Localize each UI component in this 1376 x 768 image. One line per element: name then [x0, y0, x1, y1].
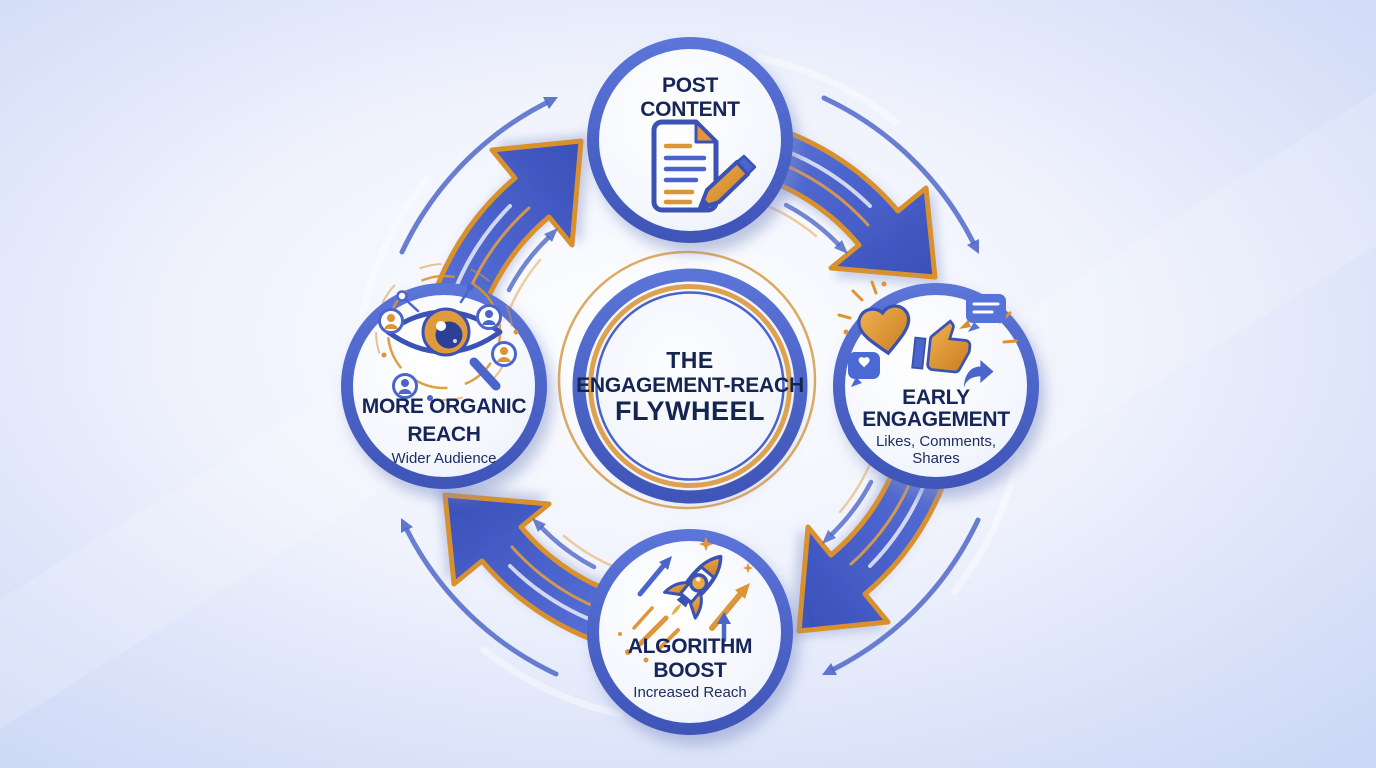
hub-thin-blue-ring [595, 291, 785, 481]
node-subtitle-line1: Increased Reach [633, 684, 746, 701]
node-post-content: POST CONTENT [587, 37, 793, 243]
center-title-line2: ENGAGEMENT-REACH [576, 374, 804, 397]
node-algorithm-boost: ALGORITHM BOOST Increased Reach [587, 529, 793, 735]
audience-person-icon [491, 341, 517, 367]
center-hub: THE ENGAGEMENT-REACH FLYWHEEL [557, 250, 817, 510]
speed-streaks [632, 606, 680, 650]
growth-arrow-orange [709, 583, 750, 631]
node-title-line1: EARLY [902, 386, 970, 409]
rocket-icon [618, 536, 754, 663]
node-early-engagement: EARLY ENGAGEMENT Likes, Comments, Shares [833, 280, 1039, 489]
eye-audience-icon [375, 263, 519, 401]
like-bubble-icon [848, 352, 880, 387]
node-more-organic-reach: MORE ORGANIC REACH Wider Audience [341, 263, 547, 489]
hub-blue-ring [572, 268, 808, 504]
node-title-line2: ENGAGEMENT [862, 408, 1010, 431]
node-title-line2: BOOST [653, 659, 727, 682]
node-subtitle-line1: Wider Audience [391, 450, 496, 467]
hub-face [586, 282, 794, 490]
center-title-line3: FLYWHEEL [615, 396, 765, 426]
background-light-streaks [0, 0, 1376, 747]
reactions-icon [837, 280, 1018, 388]
comment-bubble-icon [959, 294, 1006, 332]
node-title-line1: ALGORITHM [628, 635, 752, 658]
rocket-body [663, 554, 723, 620]
center-title-line1: THE [666, 347, 714, 373]
node-title-line2: REACH [407, 423, 480, 446]
hub-outer-orange-ring [557, 250, 817, 510]
hub-inner-orange-ring [588, 284, 792, 488]
magnifier-handle [469, 357, 501, 391]
audience-person-icon [378, 308, 404, 334]
thumbs-up-icon [911, 319, 972, 374]
node-subtitle-line2: Shares [912, 450, 960, 467]
node-title-line1: MORE ORGANIC [362, 395, 527, 418]
node-title-line1: POST [662, 74, 718, 97]
growth-arrow-small [717, 612, 731, 643]
node-subtitle-line1: Likes, Comments, [876, 433, 996, 450]
growth-arrow-blue [637, 556, 672, 597]
node-title-line2: CONTENT [640, 98, 740, 121]
document-pencil-icon [651, 119, 757, 213]
share-arrow-icon [964, 360, 994, 388]
audience-person-icon [476, 304, 502, 330]
node-circle [587, 529, 793, 735]
